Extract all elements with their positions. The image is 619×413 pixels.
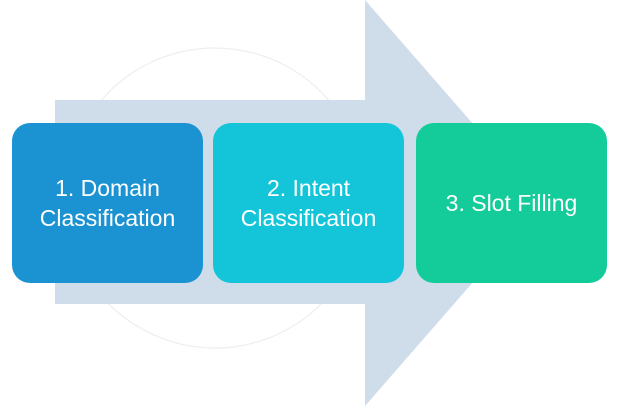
step-1-label: 1. Domain Classification bbox=[39, 175, 176, 231]
step-2-intent-classification: 2. Intent Classification bbox=[213, 123, 404, 283]
step-3-slot-filling: 3. Slot Filling bbox=[416, 123, 607, 283]
step-2-label: 2. Intent Classification bbox=[240, 175, 377, 231]
step-1-domain-classification: 1. Domain Classification bbox=[12, 123, 203, 283]
step-3-label: 3. Slot Filling bbox=[445, 190, 578, 216]
